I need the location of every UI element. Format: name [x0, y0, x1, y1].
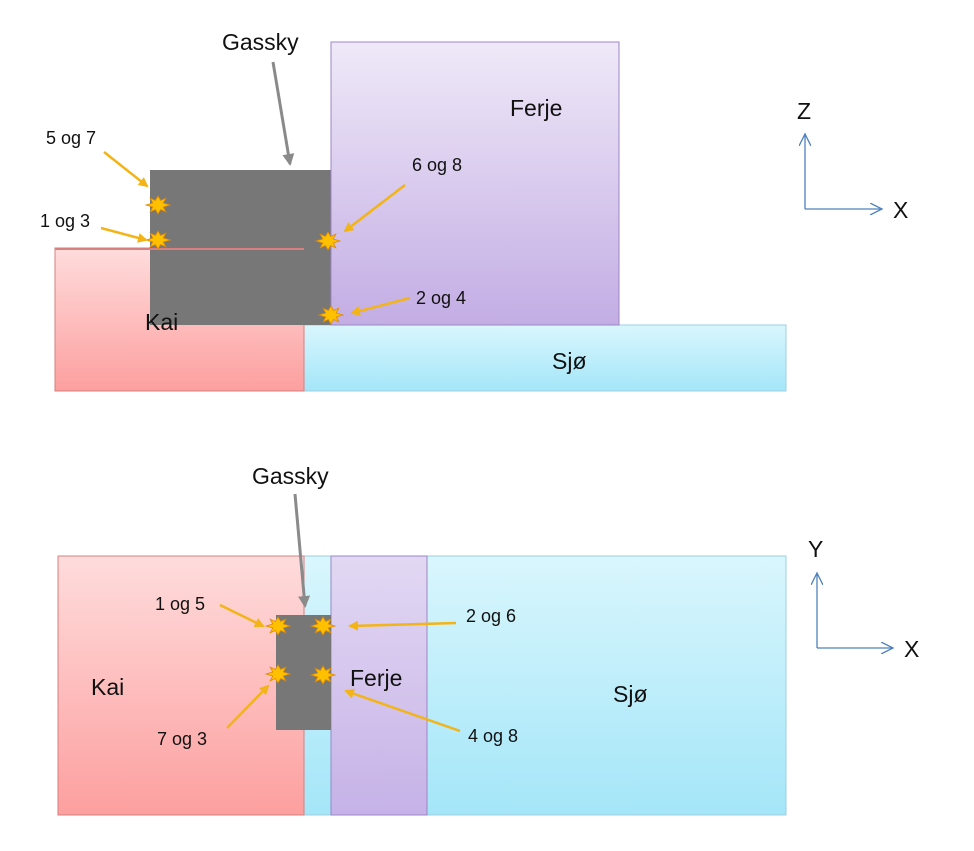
top-ferry-label: Ferje — [350, 665, 402, 691]
side-sea — [303, 324, 787, 392]
side-marker-label-1-3: 1 og 3 — [40, 211, 90, 231]
side-axis-z-label: Z — [797, 98, 811, 124]
top-axis-x-label: X — [904, 636, 919, 662]
side-axis-x-label: X — [893, 197, 908, 223]
side-quay-label: Kai — [145, 309, 178, 335]
top-gas-pointer — [293, 493, 311, 608]
side-arrow-5-7 — [103, 151, 149, 188]
side-arrow-2-4 — [350, 296, 411, 316]
top-marker-label-4-8: 4 og 8 — [468, 726, 518, 746]
top-view: Kai Ferje Sjø Gassky 1 og 5 2 og 6 7 og … — [57, 463, 919, 816]
side-ferry-label: Ferje — [510, 95, 562, 121]
side-view: Kai Ferje Sjø Gassky 5 og 7 1 og 3 6 og … — [40, 29, 908, 392]
top-arrow-1-5 — [219, 603, 265, 628]
side-gas-pointer — [271, 61, 295, 166]
side-gas-cloud-label: Gassky — [222, 29, 299, 55]
top-arrow-7-3 — [226, 684, 270, 729]
top-quay-label: Kai — [91, 674, 124, 700]
side-arrow-6-8 — [343, 184, 406, 233]
side-marker-label-6-8: 6 og 8 — [412, 155, 462, 175]
top-ferry — [330, 555, 428, 816]
top-axis-y-label: Y — [808, 536, 823, 562]
top-marker-label-1-5: 1 og 5 — [155, 594, 205, 614]
top-gas-cloud-label: Gassky — [252, 463, 329, 489]
top-marker-label-2-6: 2 og 6 — [466, 606, 516, 626]
side-marker-label-5-7: 5 og 7 — [46, 128, 96, 148]
side-quay-top — [55, 248, 304, 250]
top-arrow-4-8 — [344, 688, 461, 733]
top-arrow-2-6 — [348, 620, 457, 631]
top-sea-label: Sjø — [613, 681, 648, 707]
side-marker-label-2-4: 2 og 4 — [416, 288, 466, 308]
side-sea-label: Sjø — [552, 348, 587, 374]
top-marker-label-7-3: 7 og 3 — [157, 729, 207, 749]
side-gas-cloud — [150, 170, 331, 325]
side-ferry — [330, 41, 620, 326]
side-arrow-1-3 — [100, 226, 148, 243]
